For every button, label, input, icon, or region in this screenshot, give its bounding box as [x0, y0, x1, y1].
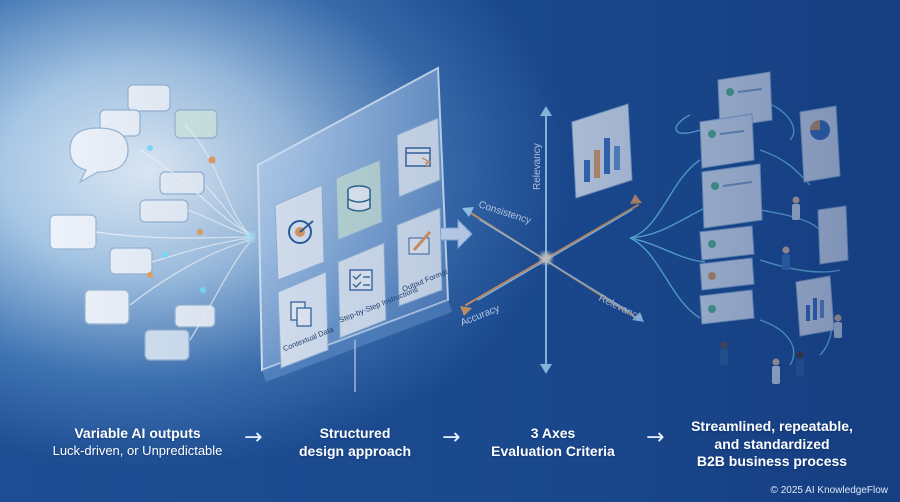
caption-line: B2B business process [696, 453, 848, 469]
caption-line: Streamlined, repeatable, [691, 418, 853, 434]
checklist-icon [349, 269, 373, 291]
chat-bubble-icon [139, 199, 189, 223]
caption-line: design approach [298, 442, 412, 459]
caption-title: Variable AI outputs [74, 425, 201, 441]
document-card [817, 205, 849, 265]
caption-streamlined-process: Streamlined, repeatable, and standardize… [672, 418, 872, 471]
caption-variable-outputs: Variable AI outputs Luck-driven, or Unpr… [40, 425, 235, 459]
chat-bubble-icon [84, 289, 130, 325]
caption-subtitle: Luck-driven, or Unpredictable [52, 442, 223, 458]
output-tile [396, 207, 443, 307]
flow-arrow-2: → [442, 425, 461, 450]
chat-bubble-icon [127, 84, 171, 112]
bubble-lines [95, 124, 251, 341]
message-card [717, 71, 773, 129]
person-icon [782, 246, 790, 270]
caption-line: Evaluation Criteria [491, 442, 615, 459]
person-icon [792, 196, 800, 220]
bar-report-card [795, 275, 835, 337]
axis-label-relevance: Relevance [597, 293, 645, 324]
person-icon [720, 341, 728, 365]
bar-chart-card [571, 103, 633, 199]
chat-bubble-icon [174, 304, 216, 328]
message-card [701, 163, 763, 229]
person-icon [772, 358, 780, 384]
caption-line: 3 Axes [530, 425, 576, 441]
caption-line: Structured [319, 425, 391, 441]
caption-three-axes: 3 Axes Evaluation Criteria [478, 425, 628, 460]
flow-arrow-1: → [244, 425, 263, 450]
chat-bubbles-cluster [49, 84, 218, 361]
caption-structured-design: Structured design approach [280, 425, 430, 460]
flow-arrow-3: → [646, 425, 665, 450]
node-dots [147, 145, 255, 293]
framework-panel: Step-by-Step Instructions Contextual Dat… [256, 66, 473, 392]
browser-icon [405, 147, 433, 168]
axis-label-relevancy: Relevancy [532, 143, 543, 190]
chat-bubble-icon [49, 214, 97, 250]
chat-bubble-icon [174, 109, 218, 139]
axes-diagram: Relevancy Consistency Accuracy Relevance [459, 103, 645, 374]
message-card-orange [699, 257, 755, 291]
speech-bubble-icon [69, 127, 129, 184]
chat-bubble-icon [159, 171, 205, 195]
pie-report-card [799, 105, 841, 183]
database-icon [347, 185, 371, 212]
process-cards [699, 71, 849, 337]
copyright-text: © 2025 AI KnowledgeFlow [770, 485, 888, 496]
pencil-icon [408, 231, 432, 255]
caption-line: and standardized [714, 435, 830, 452]
people-figures [720, 196, 842, 384]
chat-bubble-icon [109, 247, 153, 275]
chat-bubble-icon [144, 329, 190, 361]
person-icon [796, 351, 804, 377]
message-card [699, 225, 755, 261]
document-icon [290, 301, 312, 327]
target-icon [288, 220, 314, 244]
person-icon [834, 314, 842, 338]
message-card [699, 289, 755, 325]
message-card [699, 113, 755, 169]
